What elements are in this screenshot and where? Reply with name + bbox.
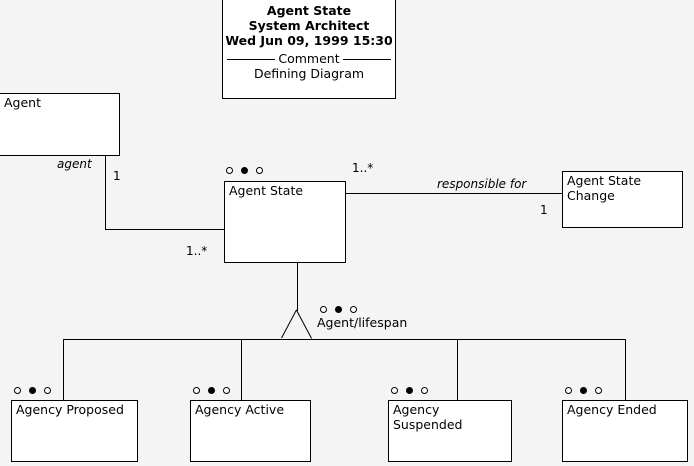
multiplicity-agent-source: 1 [113,169,121,183]
class-name-agency-ended: Agency Ended [567,402,657,417]
filled-circle-icon [241,167,248,174]
triangle-edge-left [281,309,297,339]
diagram-author: System Architect [248,18,370,33]
diagram-name: Agent State [266,3,352,18]
hollow-circle-icon [350,306,357,313]
diagram-timestamp: Wed Jun 09, 1999 15:30 [225,33,393,48]
filled-circle-icon [406,387,413,394]
hollow-circle-icon [421,387,428,394]
class-box-agent-state[interactable]: Agent State [224,181,346,263]
filled-circle-icon [335,306,342,313]
multiplicity-agent-target: 1..* [186,244,208,258]
generalization-drop-agency-active [241,339,242,401]
class-name-agency-suspended: Agency Suspended [393,402,463,432]
class-box-agent[interactable]: Agent [0,93,120,156]
divider-rule-right [342,58,391,60]
association-agent-agentstate-vertical [105,155,106,230]
class-name-agency-proposed: Agency Proposed [16,402,124,417]
class-box-agent-state-change[interactable]: Agent State Change [562,171,683,228]
divider-rule-left [227,58,276,60]
adornment-dots-agency-suspended [391,387,428,394]
generalization-bus-line [63,339,626,340]
association-agent-agentstate-horizontal [105,229,225,230]
class-name-agent: Agent [4,95,41,110]
class-box-agency-proposed[interactable]: Agency Proposed [11,400,138,462]
class-box-agency-suspended[interactable]: Agency Suspended [388,400,512,462]
comment-section-label: Comment [278,51,340,66]
diagram-comment: Defining Diagram [253,66,365,81]
hollow-circle-icon [391,387,398,394]
filled-circle-icon [29,387,36,394]
hollow-circle-icon [226,167,233,174]
hollow-circle-icon [14,387,21,394]
role-label-agent: agent [57,157,92,171]
hollow-circle-icon [320,306,327,313]
class-box-agency-ended[interactable]: Agency Ended [562,400,688,462]
class-name-agent-state-change: Agent State Change [567,173,642,203]
generalization-drop-agency-ended [625,339,626,401]
adornment-dots-agent-state [226,167,263,174]
adornment-dots-agency-active [193,387,230,394]
multiplicity-agentstate-change-source: 1..* [352,161,374,175]
generalization-stem [297,263,298,311]
class-name-agent-state: Agent State [229,183,304,198]
adornment-dots-discriminator [320,306,357,313]
hollow-circle-icon [565,387,572,394]
filled-circle-icon [208,387,215,394]
association-responsible-for-line [345,193,563,194]
filled-circle-icon [580,387,587,394]
multiplicity-agentstate-change-target: 1 [540,203,548,217]
class-box-agency-active[interactable]: Agency Active [190,400,311,462]
diagram-title-box: Agent State System Architect Wed Jun 09,… [222,0,396,99]
hollow-circle-icon [44,387,51,394]
adornment-dots-agency-ended [565,387,602,394]
association-name-responsible-for: responsible for [434,178,530,191]
adornment-dots-agency-proposed [14,387,51,394]
triangle-edge-right [296,310,313,339]
generalization-discriminator-label: Agent/lifespan [317,315,408,330]
class-name-agency-active: Agency Active [195,402,285,417]
comment-divider: Comment [227,52,391,66]
hollow-circle-icon [256,167,263,174]
hollow-circle-icon [223,387,230,394]
generalization-drop-agency-suspended [457,339,458,401]
hollow-circle-icon [595,387,602,394]
generalization-drop-agency-proposed [63,339,64,401]
hollow-circle-icon [193,387,200,394]
